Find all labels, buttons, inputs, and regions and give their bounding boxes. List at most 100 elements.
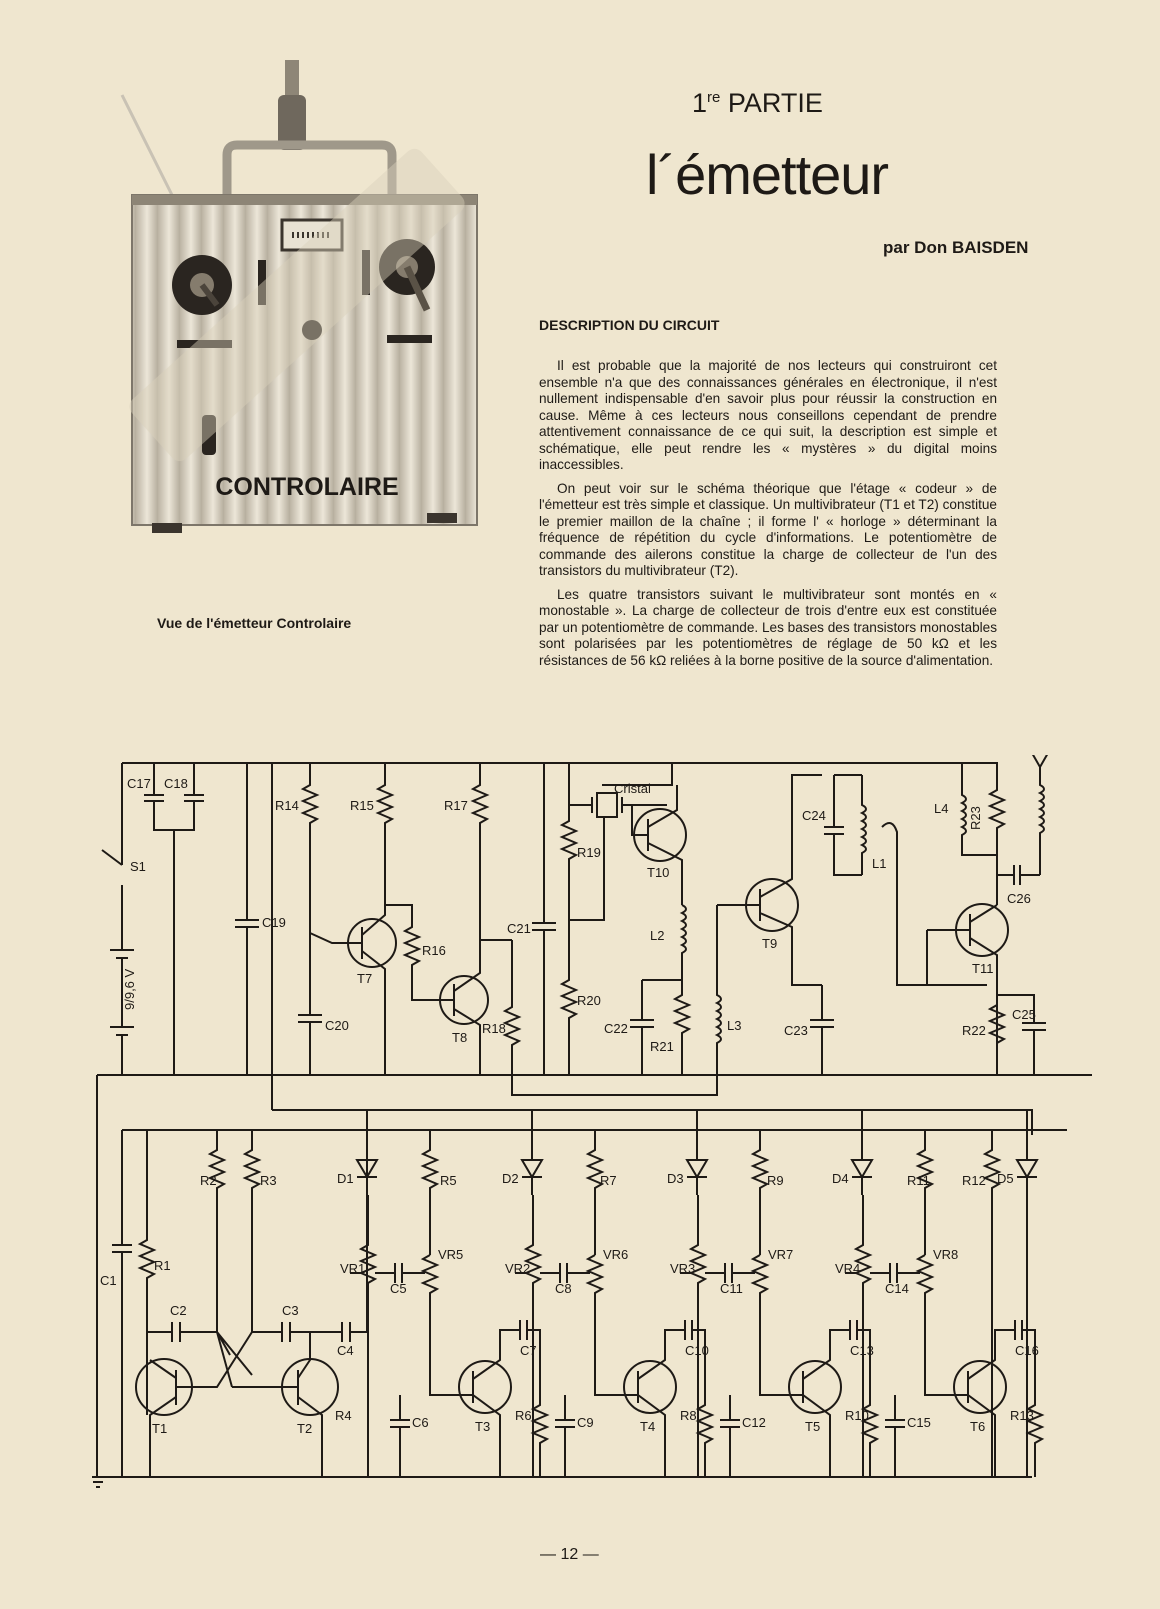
t8-label: T8 — [452, 1030, 467, 1045]
capacitor-label: C6 — [412, 1415, 429, 1430]
emitter-resistor — [840, 1320, 880, 1477]
c26-label: C26 — [1007, 891, 1031, 906]
stage-resistor — [420, 1130, 440, 1255]
r20-label: R20 — [577, 993, 601, 1008]
r1-resistor — [137, 1130, 157, 1415]
paragraph: On peut voir sur le schéma théorique que… — [539, 480, 997, 579]
carry-handle — [222, 140, 397, 195]
capacitor-label: C7 — [520, 1343, 537, 1358]
potentiometer-icon — [350, 1195, 378, 1477]
diode-label: D5 — [997, 1171, 1014, 1186]
vr-label: VR7 — [768, 1247, 793, 1262]
l1-label: L1 — [872, 856, 886, 871]
brand-label: CONTROLAIRE — [215, 473, 398, 501]
c18-capacitor — [173, 763, 204, 1075]
base-capacitor — [555, 1395, 575, 1477]
c25-capacitor — [997, 994, 1046, 1075]
stage-resistor — [585, 1130, 605, 1255]
resistor-label: R12 — [962, 1173, 986, 1188]
coupling-capacitor — [540, 1263, 590, 1283]
capacitor-label: C15 — [907, 1415, 931, 1430]
transistor-label: T3 — [475, 1419, 490, 1434]
c24-label: C24 — [802, 808, 826, 823]
diode-label: D4 — [832, 1171, 849, 1186]
r2-resistor — [207, 1130, 227, 1332]
transistor-icon — [788, 1360, 842, 1414]
potentiometer-icon — [515, 1195, 543, 1477]
diode-icon — [520, 1110, 544, 1195]
diode-label: D1 — [337, 1171, 354, 1186]
resistor-label: R10 — [845, 1408, 869, 1423]
potentiometer-icon — [420, 1254, 462, 1396]
diode-icon — [685, 1110, 709, 1195]
c18-label: C18 — [164, 776, 188, 791]
photo-caption: Vue de l'émetteur Controlaire — [157, 615, 352, 631]
resistor-label: R6 — [515, 1408, 532, 1423]
c2-capacitor — [147, 1322, 253, 1376]
capacitor-label: C13 — [850, 1343, 874, 1358]
c4-label: C4 — [337, 1343, 354, 1358]
c20-label: C20 — [325, 1018, 349, 1033]
potentiometer-icon — [845, 1195, 873, 1477]
diode-icon — [850, 1110, 874, 1195]
transistor-icon — [458, 1360, 512, 1414]
switch-icon — [202, 415, 216, 455]
t10-label: T10 — [647, 865, 669, 880]
c22-capacitor — [630, 979, 682, 1075]
r16-label: R16 — [422, 943, 446, 958]
emitter-resistor — [1005, 1320, 1045, 1477]
r21-resistor — [672, 980, 692, 1075]
c19-label: C19 — [262, 915, 286, 930]
resistor-label: R3 — [260, 1173, 277, 1188]
r1-label: R1 — [154, 1258, 171, 1273]
diode-icon — [355, 1110, 379, 1195]
t1-label: T1 — [152, 1421, 167, 1436]
capacitor-label: C10 — [685, 1343, 709, 1358]
transistor-icon — [623, 1360, 677, 1414]
connector-icon — [302, 320, 322, 340]
paragraph: Il est probable que la majorité de nos l… — [539, 358, 997, 472]
page-number: — 12 — — [540, 1546, 599, 1563]
resistor-label: R4 — [335, 1408, 352, 1423]
l3-label: L3 — [727, 1018, 741, 1033]
capacitor-label: C9 — [577, 1415, 594, 1430]
c21-capacitor — [532, 763, 556, 1075]
emitter-resistor — [510, 1320, 550, 1477]
r3-resistor — [242, 1130, 262, 1332]
capacitor-label: C16 — [1015, 1343, 1039, 1358]
l4-inductor — [959, 763, 998, 905]
circuit-schematic: C17 C18 S1 9/9,6 V C19 R14 C20 R15 T7 R1… — [92, 755, 1092, 1488]
transistor-label: T5 — [805, 1419, 820, 1434]
r17-label: R17 — [444, 798, 468, 813]
l4-label: L4 — [934, 801, 948, 816]
battery-icon — [110, 949, 134, 1075]
r14-label: R14 — [275, 798, 299, 813]
transistor-label: T4 — [640, 1419, 655, 1434]
l2-label: L2 — [650, 928, 664, 943]
article-body: Il est probable que la majorité de nos l… — [539, 358, 997, 676]
c1-label: C1 — [100, 1273, 117, 1288]
part-label: 1re PARTIE — [692, 88, 823, 119]
vr-label: VR1 — [340, 1261, 365, 1276]
c26-capacitor — [997, 865, 1040, 885]
resistor-label: R2 — [200, 1173, 217, 1188]
paragraph: Les quatre transistors suivant le multiv… — [539, 586, 997, 668]
vr-label: VR3 — [670, 1261, 695, 1276]
vr-label: VR4 — [835, 1261, 860, 1276]
cristal-label: Cristal — [614, 781, 651, 796]
diode-label: D3 — [667, 1171, 684, 1186]
resistor-label: R13 — [1010, 1408, 1034, 1423]
t9-label: T9 — [762, 936, 777, 951]
r21-label: R21 — [650, 1039, 674, 1054]
c3-capacitor — [252, 1322, 310, 1342]
c25-label: C25 — [1012, 1007, 1036, 1022]
stage-resistor — [750, 1130, 770, 1255]
potentiometer-icon — [915, 1254, 957, 1396]
vr-label: VR2 — [505, 1261, 530, 1276]
resistor-label: R9 — [767, 1173, 784, 1188]
r23-label: R23 — [968, 806, 983, 830]
c4-capacitor — [310, 1130, 368, 1342]
c23-capacitor — [810, 985, 834, 1075]
